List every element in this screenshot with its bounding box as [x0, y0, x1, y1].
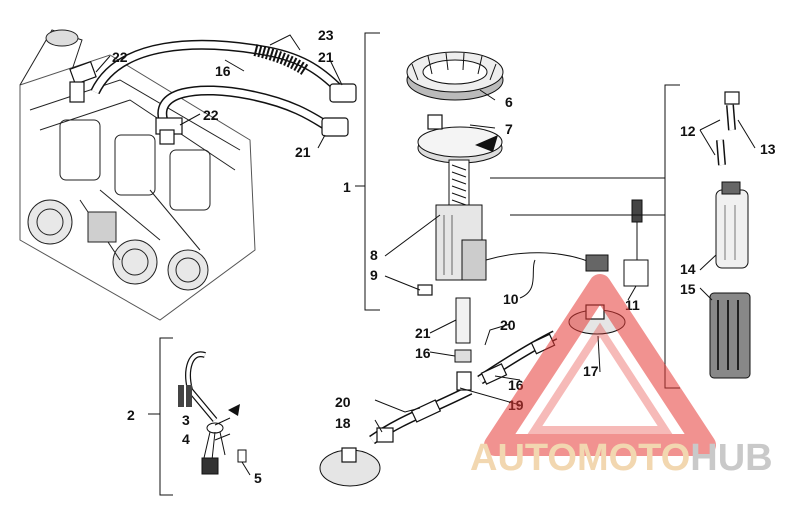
- wire-harness: [178, 351, 247, 475]
- lock-ring: [406, 51, 504, 101]
- fuel-level-sender: [623, 199, 649, 287]
- callout-21-mid: 21: [415, 325, 431, 341]
- callout-5: 5: [254, 470, 262, 486]
- direction-arrow: [475, 135, 498, 152]
- callout-6: 6: [505, 94, 513, 110]
- watermark-part3: HUB: [690, 437, 772, 479]
- callout-16-mid: 16: [415, 345, 431, 361]
- callout-23: 23: [318, 27, 334, 43]
- outlet-tube-21: [454, 297, 472, 363]
- fuel-lines: [90, 39, 344, 133]
- bracket-1: [355, 32, 380, 311]
- bracket-2: [148, 337, 173, 496]
- lower-fuel-lines: [369, 330, 558, 445]
- fuel-pump-module: [417, 114, 609, 296]
- pump-hose-12: [716, 91, 740, 166]
- callout-3: 3: [182, 412, 190, 428]
- callout-7: 7: [505, 121, 513, 137]
- watermark-part2: MOTO: [577, 437, 690, 479]
- fitting-21-upper: [329, 83, 357, 103]
- callout-22-lower: 22: [203, 107, 219, 123]
- callout-18: 18: [335, 415, 351, 431]
- callout-21-lower: 21: [295, 144, 311, 160]
- callout-22-upper: 22: [112, 49, 128, 65]
- watermark-logo: AUTOMOTOHUB: [470, 274, 773, 479]
- callout-21-upper: 21: [318, 49, 334, 65]
- svg-text:AUTOMOTOHUB: AUTOMOTOHUB: [470, 437, 773, 479]
- fuel-pump-14: [715, 181, 749, 269]
- callout-12: 12: [680, 123, 696, 139]
- callout-17: 17: [583, 363, 599, 379]
- callout-20-upper: 20: [500, 317, 516, 333]
- callout-10: 10: [503, 291, 519, 307]
- leader-lines: [95, 34, 756, 476]
- quick-connector-22-lower: [155, 117, 183, 145]
- bracket-pump-parts: [664, 84, 680, 389]
- callout-13: 13: [760, 141, 776, 157]
- watermark-part1: AUTO: [470, 437, 577, 479]
- fitting-21-lower: [321, 117, 349, 137]
- callout-4: 4: [182, 431, 190, 447]
- tank-fitting-18: [319, 447, 381, 487]
- callout-15: 15: [680, 281, 696, 297]
- callout-8: 8: [370, 247, 378, 263]
- quick-connector-22-upper: [69, 60, 97, 103]
- callout-14: 14: [680, 261, 696, 277]
- callout-1: 1: [343, 179, 351, 195]
- callout-2: 2: [127, 407, 135, 423]
- callout-9: 9: [370, 267, 378, 283]
- bracket-11: [490, 177, 665, 216]
- engine-throttle-body-assembly: [19, 29, 256, 321]
- callout-20-lower: 20: [335, 394, 351, 410]
- callout-16-upper: 16: [215, 63, 231, 79]
- pump-strainer-15: [709, 292, 751, 379]
